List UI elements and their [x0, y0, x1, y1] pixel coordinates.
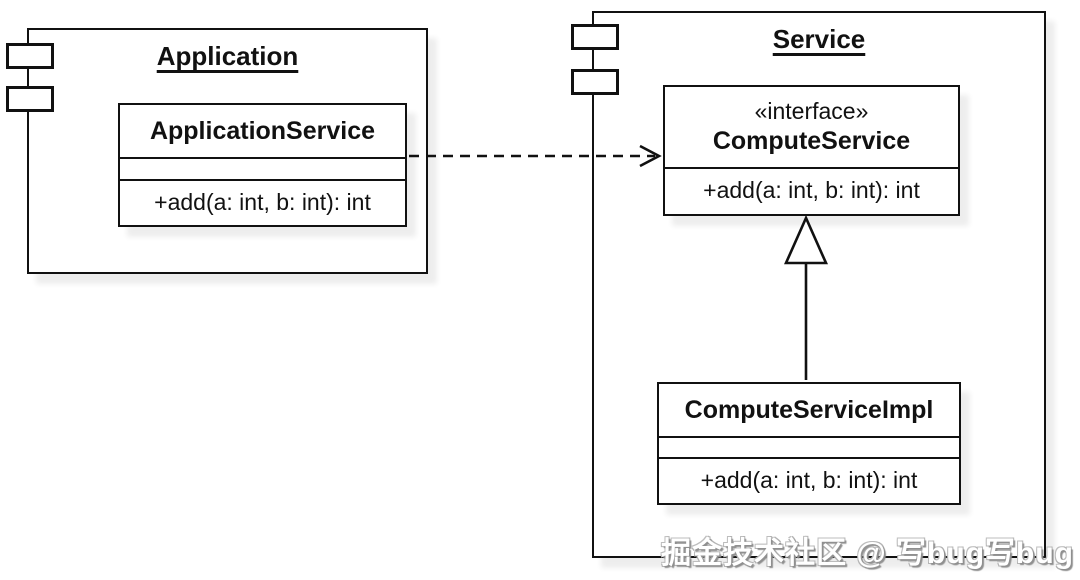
class-attributes-empty [659, 438, 959, 459]
component-application-title: Application [156, 41, 299, 71]
interface-title: «interface» ComputeService [665, 87, 958, 169]
class-name: ComputeServiceImpl [659, 384, 959, 438]
class-name: ApplicationService [120, 105, 405, 159]
component-icon [571, 24, 619, 50]
component-icon [571, 69, 619, 95]
class-computeserviceimpl: ComputeServiceImpl +add(a: int, b: int):… [657, 382, 961, 505]
interface-method: +add(a: int, b: int): int [703, 176, 920, 203]
class-attributes-empty [120, 159, 405, 181]
component-service-title: Service [772, 24, 866, 54]
component-icon [6, 43, 54, 69]
class-method: +add(a: int, b: int): int [154, 189, 371, 215]
interface-name: ComputeService [712, 126, 911, 155]
class-applicationservice: ApplicationService +add(a: int, b: int):… [118, 103, 407, 227]
component-application: Application ApplicationService +add(a: i… [6, 28, 428, 274]
component-service: Service «interface» ComputeService +add(… [571, 11, 1046, 558]
watermark: 掘金技术社区 @ 写bug写bug [661, 537, 1074, 570]
component-icon [6, 86, 54, 112]
interface-stereotype: «interface» [754, 98, 869, 124]
class-method: +add(a: int, b: int): int [700, 467, 918, 493]
interface-computeservice: «interface» ComputeService +add(a: int, … [663, 85, 960, 216]
